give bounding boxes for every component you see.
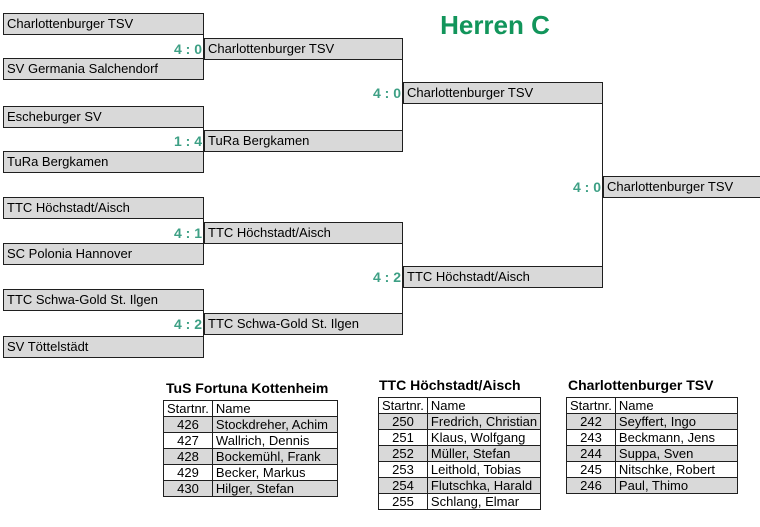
name-header: Name [614, 397, 738, 414]
table-header-row: Startnr. Name [566, 397, 738, 414]
startnr-header: Startnr. [163, 400, 213, 417]
table-header-row: Startnr. Name [163, 400, 338, 417]
table-row: 428 Bockemühl, Frank [163, 448, 338, 465]
bracket-connector [402, 38, 403, 152]
table-row: 253 Leithold, Tobias [378, 461, 542, 478]
name-header: Name [426, 397, 542, 414]
name-cell: Schlang, Elmar [426, 493, 542, 510]
round1-team-box: SC Polonia Hannover [3, 243, 204, 265]
match-score: 4 : 2 [372, 269, 401, 285]
match-score: 4 : 2 [173, 316, 202, 332]
table-row: 427 Wallrich, Dennis [163, 432, 338, 449]
round1-team-box: TTC Schwa-Gold St. Ilgen [3, 289, 204, 311]
table-row: 244 Suppa, Sven [566, 445, 738, 462]
table-row: 243 Beckmann, Jens [566, 429, 738, 446]
table-row: 255 Schlang, Elmar [378, 493, 542, 510]
roster-title: Charlottenburger TSV [568, 377, 714, 393]
table-row: 254 Flutschka, Harald [378, 477, 542, 494]
round1-team-box: TuRa Bergkamen [3, 151, 204, 173]
roster-table: Startnr. Name 242 Seyffert, Ingo 243 Bec… [566, 397, 738, 494]
startnr-cell: 430 [163, 480, 213, 497]
roster-title: TuS Fortuna Kottenheim [166, 380, 329, 396]
bracket-connector [203, 197, 204, 265]
name-cell: Stockdreher, Achim [211, 416, 338, 433]
round1-team-box: SV Germania Salchendorf [3, 58, 204, 80]
startnr-cell: 245 [566, 461, 616, 478]
roster-table: Startnr. Name 426 Stockdreher, Achim 427… [163, 400, 338, 497]
startnr-cell: 252 [378, 445, 428, 462]
startnr-cell: 251 [378, 429, 428, 446]
name-cell: Nitschke, Robert [614, 461, 738, 478]
startnr-cell: 253 [378, 461, 428, 478]
round2-team-box: Charlottenburger TSV [204, 38, 403, 60]
table-row: 246 Paul, Thimo [566, 477, 738, 494]
startnr-cell: 254 [378, 477, 428, 494]
startnr-cell: 243 [566, 429, 616, 446]
table-header-row: Startnr. Name [378, 397, 542, 414]
table-row: 251 Klaus, Wolfgang [378, 429, 542, 446]
name-cell: Seyffert, Ingo [614, 413, 738, 430]
table-row: 430 Hilger, Stefan [163, 480, 338, 497]
startnr-cell: 242 [566, 413, 616, 430]
match-score: 4 : 0 [372, 85, 401, 101]
round1-team-box: TTC Höchstadt/Aisch [3, 197, 204, 219]
match-score: 1 : 4 [173, 133, 202, 149]
name-cell: Becker, Markus [211, 464, 338, 481]
bracket-connector [203, 289, 204, 358]
startnr-cell: 426 [163, 416, 213, 433]
round2-team-box: TTC Höchstadt/Aisch [204, 222, 403, 244]
bracket-connector [602, 82, 603, 288]
startnr-cell: 429 [163, 464, 213, 481]
final-score: 4 : 0 [572, 179, 601, 195]
name-cell: Suppa, Sven [614, 445, 738, 462]
semifinal-team-box: TTC Höchstadt/Aisch [403, 266, 603, 288]
round1-team-box: Escheburger SV [3, 106, 204, 128]
table-row: 242 Seyffert, Ingo [566, 413, 738, 430]
round1-team-box: SV Töttelstädt [3, 336, 204, 358]
name-cell: Hilger, Stefan [211, 480, 338, 497]
bracket-connector [203, 13, 204, 80]
name-cell: Paul, Thimo [614, 477, 738, 494]
startnr-cell: 255 [378, 493, 428, 510]
startnr-header: Startnr. [378, 397, 428, 414]
table-row: 426 Stockdreher, Achim [163, 416, 338, 433]
bracket-connector [203, 106, 204, 173]
table-row: 245 Nitschke, Robert [566, 461, 738, 478]
name-cell: Fredrich, Christian [426, 413, 542, 430]
semifinal-team-box: Charlottenburger TSV [403, 82, 603, 104]
roster-table: Startnr. Name 250 Fredrich, Christian 25… [378, 397, 542, 510]
name-cell: Leithold, Tobias [426, 461, 542, 478]
name-cell: Müller, Stefan [426, 445, 542, 462]
table-row: 250 Fredrich, Christian [378, 413, 542, 430]
name-cell: Klaus, Wolfgang [426, 429, 542, 446]
page-title: Herren C [440, 10, 550, 40]
round1-team-box: Charlottenburger TSV [3, 13, 204, 35]
startnr-cell: 244 [566, 445, 616, 462]
startnr-cell: 427 [163, 432, 213, 449]
round2-team-box: TTC Schwa-Gold St. Ilgen [204, 313, 403, 335]
round2-team-box: TuRa Bergkamen [204, 130, 403, 152]
match-score: 4 : 1 [173, 225, 202, 241]
name-cell: Bockemühl, Frank [211, 448, 338, 465]
name-cell: Beckmann, Jens [614, 429, 738, 446]
startnr-header: Startnr. [566, 397, 616, 414]
roster-title: TTC Höchstadt/Aisch [379, 377, 521, 393]
final-winner-box: Charlottenburger TSV [603, 176, 760, 198]
table-row: 429 Becker, Markus [163, 464, 338, 481]
startnr-cell: 246 [566, 477, 616, 494]
startnr-cell: 250 [378, 413, 428, 430]
name-cell: Flutschka, Harald [426, 477, 542, 494]
table-row: 252 Müller, Stefan [378, 445, 542, 462]
bracket-connector [402, 222, 403, 335]
name-cell: Wallrich, Dennis [211, 432, 338, 449]
name-header: Name [211, 400, 338, 417]
startnr-cell: 428 [163, 448, 213, 465]
match-score: 4 : 0 [173, 41, 202, 57]
